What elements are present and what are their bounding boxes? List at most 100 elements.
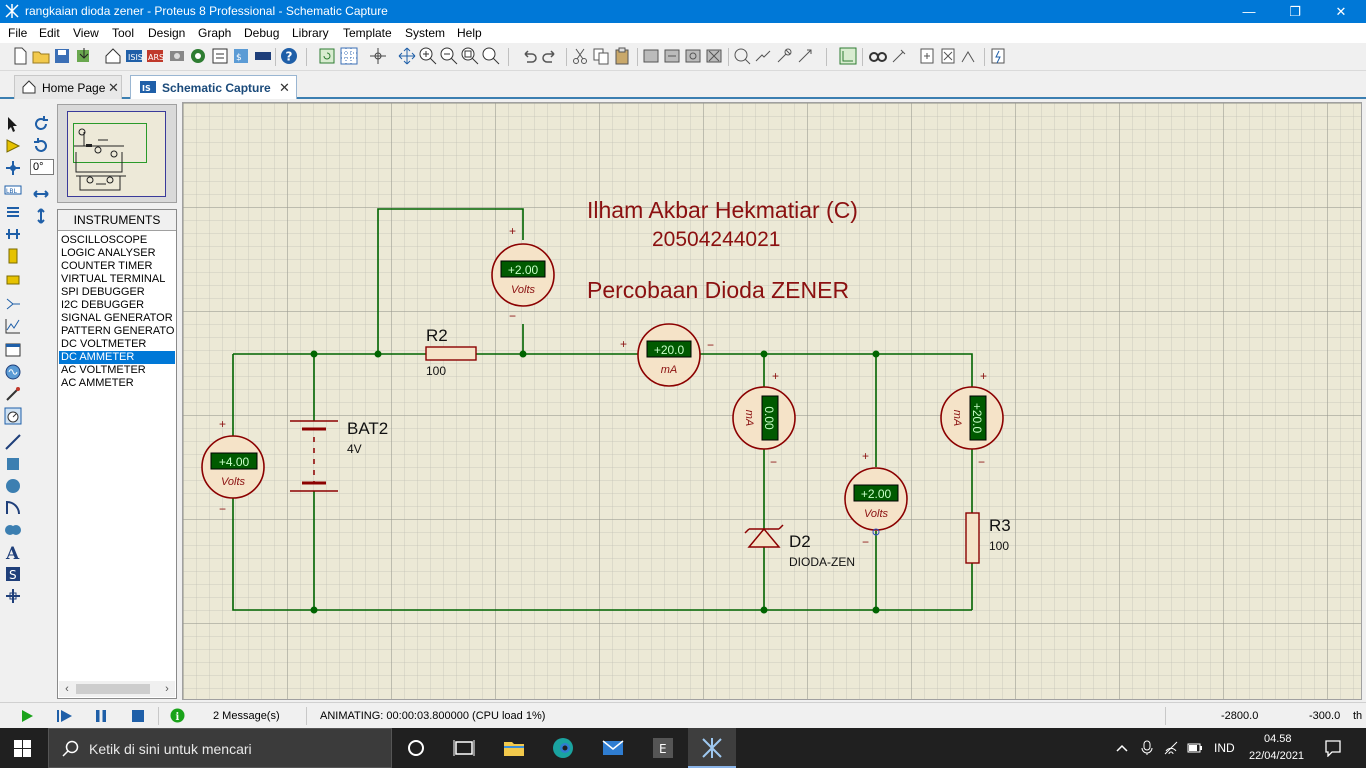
component-mode-icon[interactable]: [4, 137, 22, 155]
new-file-icon[interactable]: [10, 46, 30, 66]
list-item[interactable]: SIGNAL GENERATOR: [61, 312, 173, 324]
tab-close-icon[interactable]: ✕: [108, 80, 119, 95]
overview-viewport[interactable]: [73, 123, 147, 163]
pcb-icon[interactable]: ARS: [145, 46, 165, 66]
paste-icon[interactable]: [612, 46, 632, 66]
windows-start-icon[interactable]: [14, 740, 31, 757]
wifi-icon[interactable]: [1163, 740, 1179, 756]
close-button[interactable]: ✕: [1335, 4, 1347, 19]
notification-center-icon[interactable]: [1324, 739, 1342, 757]
circle-tool-icon[interactable]: [4, 477, 22, 495]
gerber-icon[interactable]: [188, 46, 208, 66]
resistor-r2[interactable]: [425, 346, 477, 361]
schematic-canvas[interactable]: R2 100 R3 100 BAT2 4V D2 DIODA-ZEN +4.00…: [182, 102, 1362, 700]
list-item[interactable]: OSCILLOSCOPE: [61, 234, 148, 246]
chevron-up-icon[interactable]: [1116, 742, 1128, 754]
menu-debug[interactable]: Debug: [244, 26, 280, 40]
menu-graph[interactable]: Graph: [198, 26, 232, 40]
horizontal-scrollbar[interactable]: ‹ ›: [59, 681, 175, 697]
graph-mode-icon[interactable]: [4, 317, 22, 335]
list-item[interactable]: DC VOLTMETER: [61, 338, 147, 350]
ammeter-r3[interactable]: +20.0 mA + −: [940, 369, 1004, 469]
task-view-icon[interactable]: [452, 736, 476, 760]
list-item[interactable]: AC AMMETER: [61, 377, 134, 389]
menu-design[interactable]: Design: [148, 26, 186, 40]
remove-sheet-icon[interactable]: [938, 46, 958, 66]
menu-template[interactable]: Template: [343, 26, 392, 40]
list-item[interactable]: PATTERN GENERATO: [61, 325, 175, 337]
restore-button[interactable]: ❐: [1289, 4, 1301, 19]
taskbar-proteus-app[interactable]: [688, 728, 736, 768]
terminals-icon[interactable]: [4, 271, 22, 289]
help-icon[interactable]: ?: [279, 46, 299, 66]
tab-close-icon[interactable]: ✕: [279, 80, 290, 95]
search-icon[interactable]: [868, 46, 888, 66]
zoom-out-icon[interactable]: [439, 46, 459, 66]
save-icon[interactable]: [52, 46, 72, 66]
new-sheet-icon[interactable]: [917, 46, 937, 66]
refresh-icon[interactable]: [317, 46, 337, 66]
overview-window[interactable]: [57, 104, 177, 203]
wire-autorouter-icon[interactable]: [838, 46, 858, 66]
block-rotate-icon[interactable]: [683, 46, 703, 66]
home-icon[interactable]: [103, 46, 123, 66]
menu-tool[interactable]: Tool: [112, 26, 135, 40]
list-item[interactable]: COUNTER TIMER: [61, 260, 153, 272]
selection-mode-icon[interactable]: [4, 115, 22, 133]
packaging-tool-icon[interactable]: [774, 46, 794, 66]
rotate-anticlockwise-icon[interactable]: [32, 137, 50, 155]
mail-icon[interactable]: [601, 736, 625, 760]
edge-browser-icon[interactable]: [551, 736, 575, 760]
list-item[interactable]: I2C DEBUGGER: [61, 299, 145, 311]
generator-mode-icon[interactable]: [4, 363, 22, 381]
messages-count[interactable]: 2 Message(s): [213, 710, 280, 722]
input-language-indicator[interactable]: IND: [1214, 741, 1235, 755]
source-code-icon[interactable]: [253, 46, 273, 66]
voltmeter-r2[interactable]: +2.00 Volts + −: [491, 224, 555, 323]
symbol-tool-icon[interactable]: S: [4, 565, 22, 583]
zener-diode-d2[interactable]: [744, 524, 784, 548]
battery-bat2[interactable]: [290, 420, 338, 492]
scroll-left-icon[interactable]: ‹: [65, 683, 69, 695]
pause-icon[interactable]: [94, 709, 108, 723]
make-device-icon[interactable]: [753, 46, 773, 66]
rotation-angle-input[interactable]: 0°: [30, 159, 54, 175]
ammeter-main[interactable]: +20.0 mA + −: [620, 323, 714, 387]
design-explorer-icon[interactable]: [210, 46, 230, 66]
junction-dot-icon[interactable]: [4, 159, 22, 177]
box-tool-icon[interactable]: [4, 455, 22, 473]
flip-vertical-icon[interactable]: [32, 207, 50, 225]
decompose-icon[interactable]: [795, 46, 815, 66]
line-tool-icon[interactable]: [4, 433, 22, 451]
path-tool-icon[interactable]: [4, 521, 22, 539]
wire-label-icon[interactable]: LBL: [4, 181, 22, 199]
property-tool-icon[interactable]: [889, 46, 909, 66]
block-move-icon[interactable]: [662, 46, 682, 66]
pick-device-icon[interactable]: [732, 46, 752, 66]
list-item[interactable]: SPI DEBUGGER: [61, 286, 145, 298]
minimize-button[interactable]: —: [1242, 4, 1256, 19]
menu-library[interactable]: Library: [292, 26, 329, 40]
clock-date[interactable]: 22/04/2021: [1249, 750, 1305, 762]
menu-view[interactable]: View: [73, 26, 99, 40]
taskbar-search-box[interactable]: Ketik di sini untuk mencari: [48, 728, 392, 768]
rotate-clockwise-icon[interactable]: [32, 115, 50, 133]
tab-schematic-capture[interactable]: IS Schematic Capture ✕: [130, 75, 297, 99]
menu-system[interactable]: System: [405, 26, 446, 40]
grid-toggle-icon[interactable]: [339, 46, 359, 66]
redo-icon[interactable]: [540, 46, 560, 66]
import-icon[interactable]: [74, 46, 94, 66]
text-tool-icon[interactable]: A: [4, 543, 22, 561]
step-icon[interactable]: [57, 709, 73, 723]
virtual-instruments-icon[interactable]: [4, 407, 22, 425]
scroll-right-icon[interactable]: ›: [165, 683, 169, 695]
zoom-area-icon[interactable]: [481, 46, 501, 66]
buses-icon[interactable]: [4, 225, 22, 243]
menu-help[interactable]: Help: [457, 26, 482, 40]
ammeter-diode[interactable]: 0.00 mA + −: [732, 369, 796, 469]
voltmeter-diode[interactable]: +2.00 Volts + −: [844, 449, 908, 549]
subcircuit-icon[interactable]: [4, 247, 22, 265]
bom-icon[interactable]: $: [231, 46, 251, 66]
cut-icon[interactable]: [570, 46, 590, 66]
scrollbar-thumb[interactable]: [76, 684, 150, 694]
